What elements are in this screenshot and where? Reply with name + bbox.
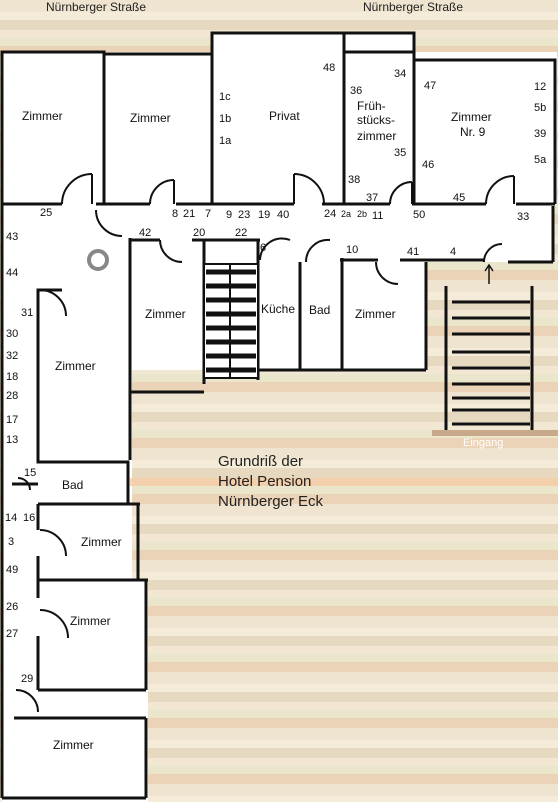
number-42: 42 [139,227,151,239]
room-kueche: Küche [261,302,295,316]
number-44: 44 [6,267,18,279]
room-zimmer-9-line-1: Zimmer [451,110,492,124]
number-14: 14 [5,512,17,524]
number-3: 3 [8,536,14,548]
number-35: 35 [394,147,406,159]
number-1b: 1b [219,113,231,125]
room-zimmer-5: Zimmer [55,359,96,373]
room-fruehstueck-line-3: zimmer [357,129,396,143]
number-5a: 5a [534,154,547,166]
number-31: 31 [21,307,33,319]
number-29: 29 [21,673,33,685]
number-22: 22 [235,227,247,239]
number-2a: 2a [341,209,351,219]
room-bad-1: Bad [309,303,330,317]
room-zimmer-8: Zimmer [53,738,94,752]
entrance-arrow-icon [484,263,494,284]
number-48: 48 [323,62,335,74]
number-47: 47 [424,80,436,92]
room-zimmer-9-line-2: Nr. 9 [460,125,486,139]
number-39: 39 [534,128,546,140]
number-1c: 1c [219,91,231,103]
room-zimmer-2: Zimmer [130,111,171,125]
stairs-inner [203,263,259,379]
number-19: 19 [258,209,270,221]
number-11: 11 [372,210,383,222]
number-24: 24 [324,208,336,220]
number-6: 6 [260,242,266,254]
number-13: 13 [6,434,18,446]
number-9: 9 [226,209,232,221]
entrance-step [432,430,558,436]
number-34: 34 [394,68,406,80]
number-12: 12 [534,81,546,93]
number-32: 32 [6,350,18,362]
number-20: 20 [193,227,205,239]
number-46: 46 [422,159,434,171]
number-28: 28 [6,390,18,402]
number-30: 30 [6,328,18,340]
number-23: 23 [238,209,250,221]
room-labels: Zimmer Zimmer Privat Früh- stücks- zimme… [22,99,492,752]
floor-area [2,33,557,802]
room-zimmer-4: Zimmer [355,307,396,321]
number-7: 7 [205,208,211,220]
plan-title: Grundriß der Hotel Pension Nürnberger Ec… [218,452,323,512]
room-fruehstueck-line-2: stücks- [357,113,395,127]
plan-title-line-2: Hotel Pension [218,473,312,490]
number-50: 50 [413,209,425,221]
room-privat: Privat [269,109,300,123]
number-43: 43 [6,231,18,243]
room-zimmer-7: Zimmer [70,614,111,628]
number-1a: 1a [219,135,232,147]
room-fruehstueck-line-1: Früh- [357,99,386,113]
plan-title-line-3: Nürnberger Eck [218,493,324,510]
number-41: 41 [407,246,419,258]
number-17: 17 [6,414,18,426]
room-zimmer-6: Zimmer [81,535,122,549]
street-name-left: Nürnberger Straße [46,0,147,14]
number-15: 15 [24,467,36,479]
room-bad-2: Bad [62,478,83,492]
number-33: 33 [517,211,529,223]
number-45: 45 [453,192,465,204]
entrance-label: Eingang [463,437,504,449]
number-37: 37 [366,192,378,204]
room-zimmer-3: Zimmer [145,307,186,321]
title-stripe [130,478,558,486]
room-numbers: 1c 1b 1a 48 36 34 47 12 5b 39 5a 35 46 3… [5,62,547,685]
room-zimmer-1: Zimmer [22,109,63,123]
number-18: 18 [6,371,18,383]
pillar-icon [87,249,109,271]
plan-title-line-1: Grundriß der [218,453,304,470]
street-name-right: Nürnberger Straße [363,0,464,14]
number-36: 36 [350,85,362,97]
number-10: 10 [346,244,358,256]
number-2b: 2b [357,209,367,219]
number-26: 26 [6,601,18,613]
number-38: 38 [348,174,360,186]
number-4: 4 [450,246,456,258]
number-8: 8 [172,208,178,220]
door-swings [15,173,515,713]
number-5b: 5b [534,102,546,114]
stairs-entrance [444,286,534,430]
number-21: 21 [183,208,195,220]
number-25: 25 [40,207,52,219]
number-49: 49 [6,564,18,576]
number-16: 16 [23,512,35,524]
number-27: 27 [6,628,18,640]
number-40: 40 [277,209,289,221]
